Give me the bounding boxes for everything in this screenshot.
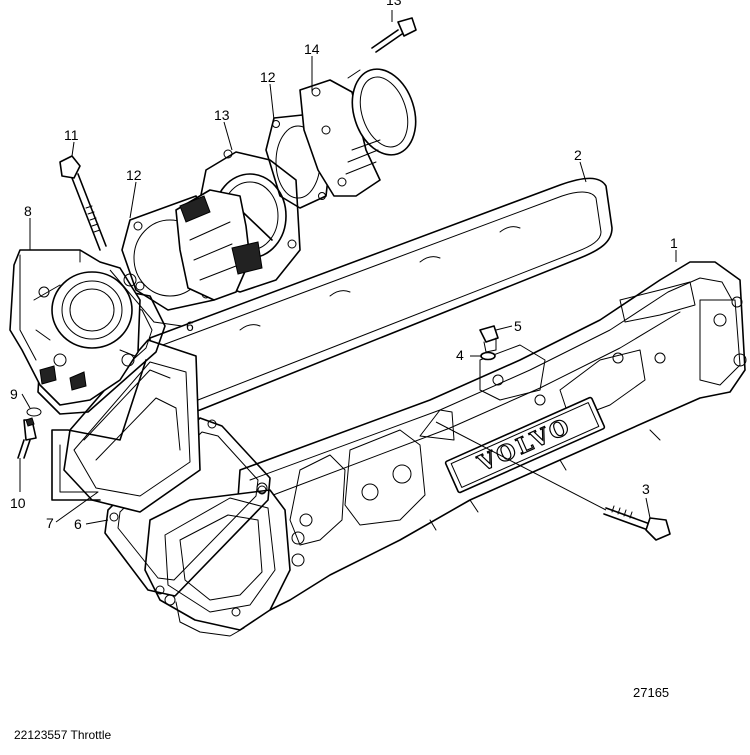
part-13-throttle-valve: [175, 149, 301, 301]
callout-label: 3: [642, 481, 650, 497]
callout-label: 2: [574, 147, 582, 163]
part-13-top-bolt: [371, 17, 417, 53]
callout-label: 4: [456, 347, 464, 363]
leader-lines: [19, 10, 677, 525]
part-6-gasket-lower: [104, 417, 271, 597]
callout-label: 14: [304, 41, 320, 57]
callout-label: 6: [186, 318, 194, 334]
part-1-intake-manifold: VOLVO: [234, 261, 747, 611]
callout-label: 8: [24, 203, 32, 219]
callout-label: 11: [64, 127, 79, 143]
callout-label: 12: [126, 167, 142, 183]
part-3-bolt: [435, 421, 671, 541]
callout-label: 13: [386, 0, 402, 8]
part-5-plug: [479, 325, 499, 353]
figure-number: 27165: [633, 685, 670, 700]
part-7-adapter: [51, 339, 201, 513]
callout-label: 7: [46, 515, 54, 531]
part-9-seal: [26, 407, 42, 417]
callout-label: 12: [260, 69, 276, 85]
part-caption: 22123557 Throttle: [14, 728, 112, 742]
part-14-inlet-pipe: [299, 68, 417, 197]
callout-label: 1: [670, 235, 678, 251]
part-11-bolt: [59, 155, 107, 251]
part-4-washer: [480, 351, 496, 361]
part-10-sensor: [17, 417, 37, 459]
callout-label: 6: [74, 516, 82, 532]
callout-numbers: 13 14 12 13 11 12 8 2 1 6 5 4 9 10 7 6 3: [10, 0, 678, 532]
callout-label: 13: [214, 107, 230, 123]
part-8-throttle-body: [9, 249, 141, 406]
callout-label: 9: [10, 386, 18, 402]
callout-label: 10: [10, 495, 26, 511]
callout-label: 5: [514, 318, 522, 334]
manifold-inlet-flange: [144, 482, 291, 637]
